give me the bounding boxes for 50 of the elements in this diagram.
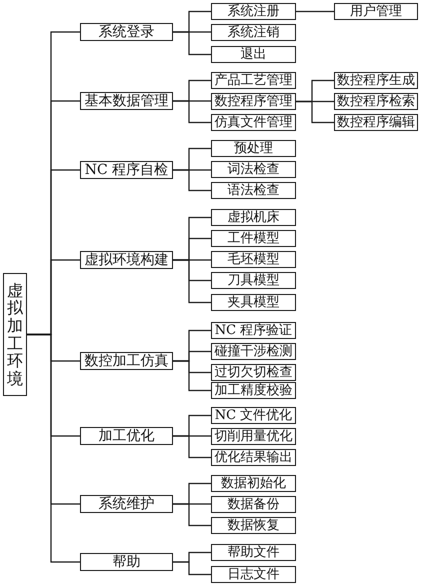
function-box: NC 程序验证 [211,322,296,339]
connector-line [173,435,211,458]
function-box: 虚拟机床 [211,209,296,226]
function-box: 数据恢复 [211,517,296,534]
function-box: 产品工艺管理 [211,72,296,89]
function-box: 刀具模型 [211,272,296,289]
function-box: 预处理 [211,140,296,157]
connector-line [173,561,211,576]
function-box: 系统注册 [211,3,296,20]
function-box: NC 文件优化 [211,407,296,424]
connector-line [27,334,80,563]
connector-line [296,10,334,12]
connector-line [173,100,211,124]
root-box: 虚拟加工环境 [3,273,27,396]
subfunction-box: 数控程序编辑 [334,114,418,131]
function-box: 夹具模型 [211,294,296,311]
module-box: 数控加工仿真 [80,352,173,370]
connector-line [173,360,211,392]
module-box: 基本数据管理 [80,92,173,110]
function-box: 数据初始化 [211,475,296,492]
function-box: 帮助文件 [211,544,296,561]
module-box: NC 程序自检 [80,161,173,179]
function-box: 日志文件 [211,566,296,583]
function-box: 系统注销 [211,24,296,41]
subfunction-box: 数控程序生成 [334,72,418,89]
connector-line [173,259,211,304]
subfunction-box: 数控程序检索 [334,93,418,110]
module-box: 系统登录 [80,23,173,41]
module-box: 虚拟环境构建 [80,251,173,269]
connector-line [173,503,211,526]
subfunction-box: 用户管理 [334,3,418,20]
function-box: 语法检查 [211,182,296,199]
module-box: 帮助 [80,553,173,571]
module-box: 系统维护 [80,495,173,513]
connector-line [173,169,211,192]
function-box: 退出 [211,46,296,63]
function-box: 毛坯模型 [211,251,296,268]
function-box: 碰撞干涉检测 [211,343,296,360]
connector-line [173,31,211,56]
function-box: 过切欠切检查 [211,364,296,381]
function-box: 仿真文件管理 [211,114,296,131]
function-box: 工件模型 [211,230,296,247]
connector-line [296,100,334,124]
function-box: 加工精度校验 [211,382,296,399]
function-box: 词法检查 [211,161,296,178]
function-box: 切削用量优化 [211,428,296,445]
function-box: 数据备份 [211,496,296,513]
module-box: 加工优化 [80,427,173,445]
function-box: 数控程序管理 [211,93,296,110]
function-box: 优化结果输出 [211,449,296,466]
